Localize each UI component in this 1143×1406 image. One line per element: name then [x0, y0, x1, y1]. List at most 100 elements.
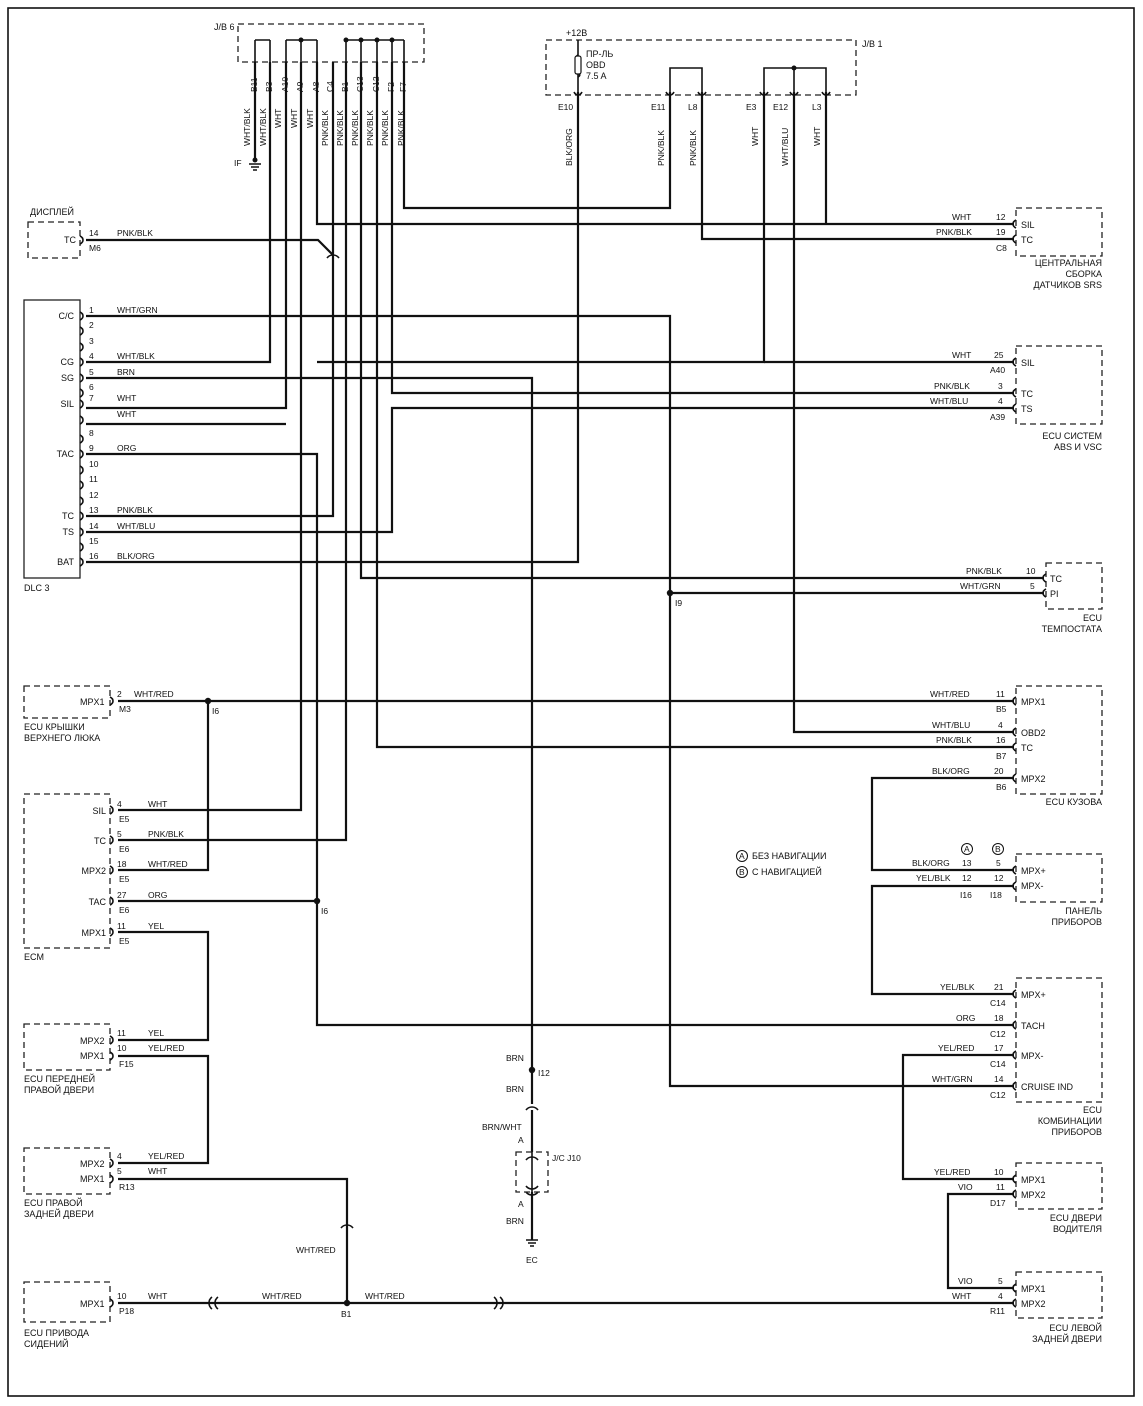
combo-wire: WHT/GRN	[932, 1074, 973, 1084]
ecm-pin-conn: E5	[119, 874, 130, 884]
jb6-wire: PNK/BLK	[320, 110, 330, 146]
dlc3-pin-number: 3	[89, 336, 94, 346]
dlc3-pin-number: 5	[89, 367, 94, 377]
ecm-pin-conn: E5	[119, 814, 130, 824]
srs-num: 19	[996, 227, 1006, 237]
tempostat-name: ECU	[1083, 613, 1102, 623]
combo-name: ECU	[1083, 1105, 1102, 1115]
lrdoor-component: MPX1 MPX2 5 4 VIO WHT R11 ECU ЛЕВОЙ ЗАДН…	[952, 1271, 1103, 1344]
seat-wire: WHT	[148, 1291, 167, 1301]
combo-pin: MPX-	[1021, 1051, 1044, 1061]
display-pin: TC	[64, 235, 76, 245]
jb1-pin: L8	[688, 102, 698, 112]
dlc3-pin-number: 10	[89, 459, 99, 469]
jb6-wire: PNK/BLK	[350, 110, 360, 146]
panel-pin: MPX+	[1021, 866, 1046, 876]
combo-name: ПРИБОРОВ	[1051, 1127, 1102, 1137]
abs-wire: PNK/BLK	[934, 381, 970, 391]
ground-brn-label: BRN	[506, 1084, 524, 1094]
jb6-wire: PNK/BLK	[365, 110, 375, 146]
rrdoor-num: 4	[117, 1151, 122, 1161]
body-pin: OBD2	[1021, 728, 1046, 738]
panel-name: ПРИБОРОВ	[1051, 917, 1102, 927]
dlc3-pin-terminal	[79, 342, 84, 352]
ecm-pin-label: TAC	[89, 897, 107, 907]
display-wire: PNK/BLK	[117, 228, 153, 238]
jb6-wire: WHT	[273, 109, 283, 128]
lrdoor-conn: R11	[990, 1306, 1005, 1316]
driverdoor-pin: MPX1	[1021, 1175, 1046, 1185]
seat-pin: MPX1	[80, 1299, 105, 1309]
lrdoor-pin: MPX2	[1021, 1299, 1046, 1309]
panel-marker-a: A	[964, 844, 970, 854]
srs-pin: TC	[1021, 235, 1033, 245]
jb1-pin: E3	[746, 102, 757, 112]
combo-name: КОМБИНАЦИИ	[1038, 1116, 1102, 1126]
frdoor-wire: YEL	[148, 1028, 164, 1038]
dlc3-pin-number: 11	[89, 474, 98, 484]
ground-brnwht-label: BRN/WHT	[482, 1122, 522, 1132]
fuse-line: OBD	[586, 60, 606, 70]
jb6-wire-labels: WHT/BLK WHT/BLK WHT WHT WHT PNK/BLK PNK/…	[242, 108, 406, 146]
srs-name: ЦЕНТРАЛЬНАЯ	[1035, 258, 1102, 268]
legend-b-text: С НАВИГАЦИЕЙ	[752, 866, 822, 877]
dlc3-pin-terminal	[79, 415, 84, 425]
sunroof-component: MPX1 2 M3 WHT/RED ECU КРЫШКИ ВЕРХНЕГО ЛЮ…	[23, 685, 174, 743]
lrdoor-wire: VIO	[958, 1276, 973, 1286]
rrdoor-wire: WHT	[148, 1166, 167, 1176]
seat-num: 10	[117, 1291, 127, 1301]
jc-label: J/C J10	[552, 1153, 581, 1163]
frdoor-name: ECU ПЕРЕДНЕЙ	[24, 1073, 95, 1084]
ground-ec-label: EC	[526, 1255, 538, 1265]
combo-component: MPX+ TACH MPX- CRUISE IND 21 18 17 14 YE…	[932, 977, 1103, 1137]
legend-marker-a-text: A	[739, 851, 745, 861]
frdoor-num: 11	[117, 1028, 126, 1038]
ecm-pin-label: MPX2	[81, 866, 106, 876]
lrdoor-wire: WHT	[952, 1291, 971, 1301]
splice-i12-label: I12	[538, 1068, 550, 1078]
dlc3-pin-terminal	[79, 388, 84, 398]
terminal-arcs	[79, 91, 1047, 1308]
combo-wire: YEL/BLK	[940, 982, 975, 992]
frdoor-wire: YEL/RED	[148, 1043, 184, 1053]
driverdoor-wire: VIO	[958, 1182, 973, 1192]
sunroof-name: ECU КРЫШКИ	[24, 722, 85, 732]
dlc3-pin-label: TAC	[57, 449, 75, 459]
dlc3-pin-number: 14	[89, 521, 99, 531]
legend-marker-b-text: B	[739, 867, 745, 877]
dlc3-pin-terminal	[79, 399, 84, 409]
ground-if-label: IF	[234, 158, 242, 168]
dlc3-pin-number: 16	[89, 551, 99, 561]
b1-right-wire-label: WHT/RED	[365, 1291, 405, 1301]
ecm-wire-label: ORG	[148, 890, 167, 900]
combo-conn: C12	[990, 1090, 1006, 1100]
tempostat-component: TC PI 10 5 PNK/BLK WHT/GRN ECU ТЕМПОСТАТ…	[960, 562, 1103, 634]
sunroof-wire: WHT/RED	[134, 689, 174, 699]
splice-i6	[313, 897, 321, 905]
srs-pin: SIL	[1021, 220, 1035, 230]
jb1-pin: E10	[558, 102, 573, 112]
ecm-pin-number: 4	[117, 799, 122, 809]
lrdoor-num: 4	[998, 1291, 1003, 1301]
jb1-wire: BLK/ORG	[564, 128, 574, 166]
ecm-pin-label: MPX1	[81, 928, 106, 938]
abs-name: ABS И VSC	[1054, 442, 1102, 452]
body-conn: B6	[996, 782, 1007, 792]
dlc3-pin-label: TS	[62, 527, 74, 537]
body-wire: WHT/RED	[930, 689, 970, 699]
body-name: ECU КУЗОВА	[1046, 797, 1102, 807]
dlc3-pin-number: 6	[89, 382, 94, 392]
legend-a-text: БЕЗ НАВИГАЦИИ	[752, 851, 827, 861]
seat-name: СИДЕНИЙ	[24, 1338, 69, 1349]
ecm-pin-number: 5	[117, 829, 122, 839]
dlc3-pin-terminal	[79, 357, 84, 367]
ecm-wire-label: WHT/RED	[148, 859, 188, 869]
splice-i6	[204, 697, 212, 705]
ecm-wire-label: WHT	[148, 799, 167, 809]
jb1-wire: PNK/BLK	[656, 130, 666, 166]
panel-wire: YEL/BLK	[916, 873, 951, 883]
frdoor-num: 10	[117, 1043, 127, 1053]
